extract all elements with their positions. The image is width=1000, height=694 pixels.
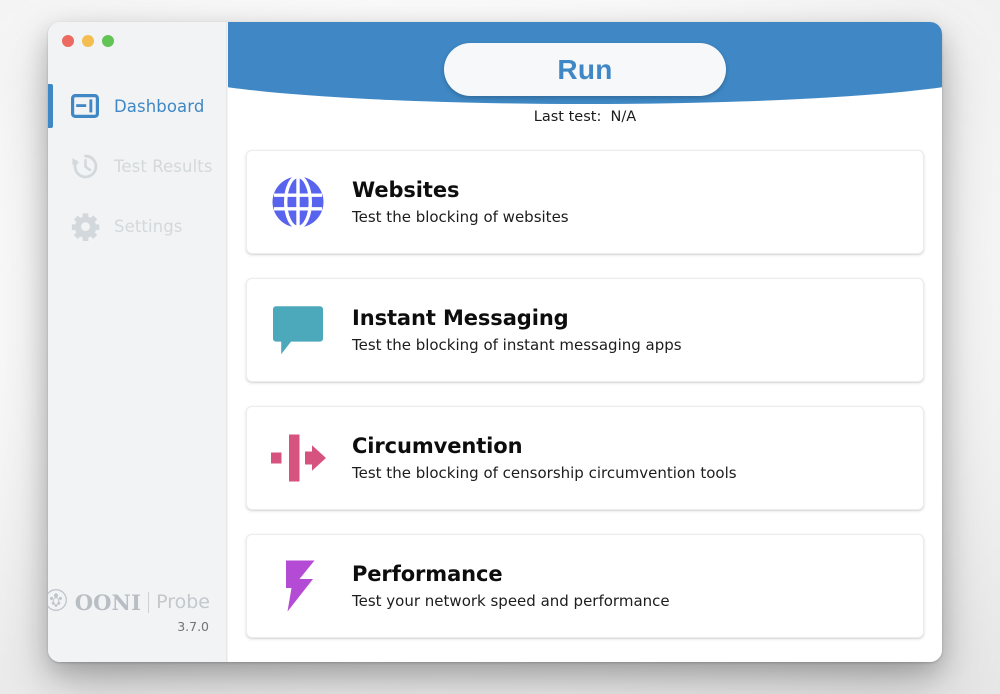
- sidebar-item-label: Settings: [114, 216, 183, 236]
- dashboard-icon: [70, 91, 100, 121]
- sidebar: Dashboard Test Results: [48, 22, 227, 662]
- run-button-label: Run: [557, 53, 613, 85]
- sidebar-item-label: Test Results: [114, 156, 213, 176]
- card-description: Test the blocking of websites: [352, 208, 569, 226]
- brand-footer: OONI Probe 3.7.0: [48, 588, 210, 634]
- test-card-performance[interactable]: Performance Test your network speed and …: [246, 534, 924, 638]
- card-text: Instant Messaging Test the blocking of i…: [352, 306, 682, 354]
- test-card-list: Websites Test the blocking of websites I…: [228, 150, 942, 638]
- close-button[interactable]: [62, 35, 74, 47]
- card-text: Circumvention Test the blocking of censo…: [352, 434, 737, 482]
- brand-product: Probe: [156, 591, 210, 613]
- header: Run Last test: N/A: [228, 22, 942, 154]
- active-indicator-bar: [48, 84, 53, 128]
- main-content: Run Last test: N/A: [228, 22, 942, 662]
- test-card-instant-messaging[interactable]: Instant Messaging Test the blocking of i…: [246, 278, 924, 382]
- circumvention-arrow-icon: [268, 428, 328, 488]
- globe-icon: [268, 172, 328, 232]
- test-card-circumvention[interactable]: Circumvention Test the blocking of censo…: [246, 406, 924, 510]
- card-description: Test the blocking of instant messaging a…: [352, 336, 682, 354]
- window-controls: [62, 35, 114, 47]
- gear-icon: [70, 211, 100, 241]
- card-title: Performance: [352, 562, 503, 586]
- minimize-button[interactable]: [82, 35, 94, 47]
- ooni-emblem-icon: [48, 588, 68, 616]
- card-description: Test the blocking of censorship circumve…: [352, 464, 737, 482]
- history-clock-icon: [70, 151, 100, 181]
- sidebar-item-settings[interactable]: Settings: [48, 196, 226, 256]
- last-test-status: Last test: N/A: [533, 109, 637, 125]
- card-title: Circumvention: [352, 434, 523, 458]
- sidebar-item-label: Dashboard: [114, 96, 205, 116]
- brand-divider: [148, 591, 150, 613]
- card-description: Test your network speed and performance: [352, 592, 670, 610]
- brand-name: OONI: [74, 589, 142, 615]
- app-version: 3.7.0: [177, 619, 209, 634]
- sidebar-nav: Dashboard Test Results: [48, 76, 226, 256]
- card-title: Websites: [352, 178, 460, 202]
- maximize-button[interactable]: [102, 35, 114, 47]
- sidebar-item-dashboard[interactable]: Dashboard: [48, 76, 226, 136]
- ooni-probe-window: Dashboard Test Results: [48, 22, 942, 662]
- run-button[interactable]: Run: [444, 43, 726, 96]
- brand-row: OONI Probe: [48, 588, 210, 616]
- card-text: Performance Test your network speed and …: [352, 562, 670, 610]
- test-card-websites[interactable]: Websites Test the blocking of websites: [246, 150, 924, 254]
- chat-bubble-icon: [268, 300, 328, 360]
- sidebar-item-test-results[interactable]: Test Results: [48, 136, 226, 196]
- lightning-bolt-icon: [268, 556, 328, 616]
- card-title: Instant Messaging: [352, 306, 569, 330]
- card-text: Websites Test the blocking of websites: [352, 178, 569, 226]
